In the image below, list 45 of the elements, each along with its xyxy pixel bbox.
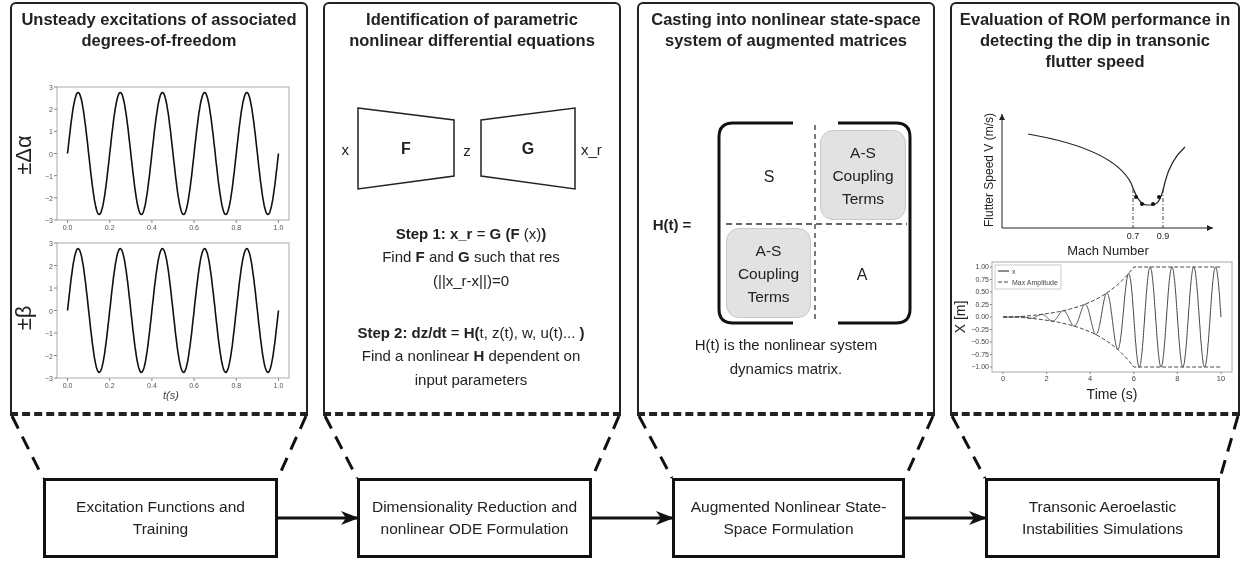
axis-label: Flutter Speed V (m/s) bbox=[982, 113, 996, 227]
axis-label: Mach Number bbox=[1067, 243, 1149, 258]
panel-title: Unsteady excitations of associated degrees-of-freedom bbox=[20, 9, 298, 51]
panel-text: H(t) is the nonlinear system dynamics matrix. bbox=[693, 335, 879, 379]
zoom-guide-line bbox=[950, 415, 987, 479]
decoder-trapezoid bbox=[480, 107, 576, 190]
axis-label: ±Δα bbox=[11, 135, 37, 175]
variable-label: x bbox=[341, 140, 349, 157]
panel-title: Identification of parametric nonlinear differential equations bbox=[348, 9, 596, 51]
arrow bbox=[278, 511, 359, 525]
panel-text: Find a nonlinear H dependent on input parameters bbox=[360, 346, 582, 390]
panel-title: Casting into nonlinear state-space system of augmented matrices bbox=[650, 9, 922, 51]
panel-text: Find F and G such that res (||x_r-x||)=0 bbox=[381, 247, 561, 291]
axis-label: t(s) bbox=[163, 389, 179, 401]
axis-label: X [m] bbox=[952, 300, 968, 334]
panel-text: Step 2: dz/dt = H(t, z(t), w, u(t)... ) bbox=[357, 323, 585, 343]
matrix-entry: S bbox=[763, 168, 775, 186]
arrow bbox=[905, 511, 987, 525]
process-panel bbox=[637, 2, 935, 416]
variable-label: z bbox=[463, 141, 471, 159]
variable-label: x_r bbox=[581, 140, 602, 157]
block-label: G bbox=[521, 139, 535, 158]
equation-label: H(t) = bbox=[652, 215, 692, 233]
panel-title: Evaluation of ROM performance in detecting the dip in transonic flutter speed bbox=[958, 9, 1232, 72]
term-box: A-S Coupling Terms bbox=[820, 130, 906, 220]
zoom-guide-line bbox=[323, 415, 359, 479]
axis-label: Time (s) bbox=[1086, 386, 1138, 402]
process-box: Dimensionality Reduction and nonlinear ODE Formulation bbox=[357, 478, 592, 558]
process-panel bbox=[323, 2, 621, 416]
process-panel bbox=[950, 2, 1240, 416]
zoom-guide-line bbox=[10, 415, 45, 479]
process-box: Augmented Nonlinear State-Space Formulation bbox=[672, 478, 905, 558]
matrix-entry: A bbox=[856, 266, 868, 284]
block-label: F bbox=[401, 139, 411, 158]
term-box: A-S Coupling Terms bbox=[726, 228, 811, 318]
tick-label: 0.7 bbox=[1126, 231, 1140, 241]
arrow bbox=[592, 511, 674, 525]
tick-label: 0.9 bbox=[1156, 231, 1170, 241]
panel-text: Step 1: x_r = G (F (x)) bbox=[395, 224, 547, 244]
axis-label: ±β bbox=[11, 305, 37, 331]
process-box: Excitation Functions and Training bbox=[43, 478, 278, 558]
process-panel bbox=[10, 2, 308, 416]
process-box: Transonic Aeroelastic Instabilities Simulations bbox=[985, 478, 1220, 558]
encoder-trapezoid bbox=[357, 107, 455, 190]
zoom-guide-line bbox=[637, 415, 674, 479]
